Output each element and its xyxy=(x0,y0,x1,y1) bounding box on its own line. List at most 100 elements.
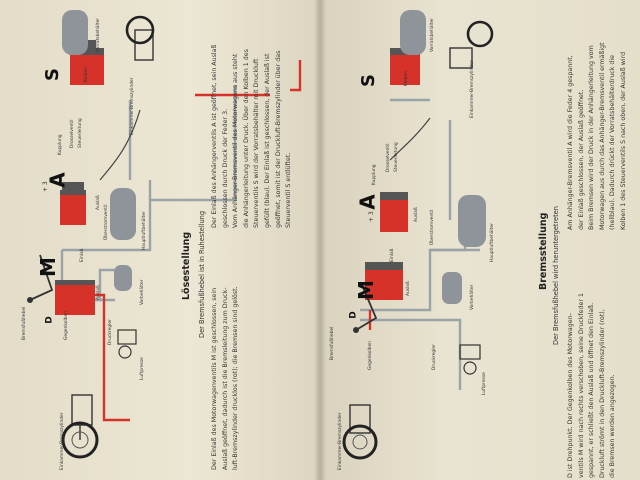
trailer-wheel-icon xyxy=(466,20,494,48)
coupling-icon xyxy=(99,109,141,181)
compressor-icon xyxy=(117,329,137,345)
right-page-text-col2: Am Anhänger-Bremsventil A wird die Feder… xyxy=(566,4,630,230)
main-tank-icon xyxy=(458,195,486,247)
trailer-cylinder-icon xyxy=(449,47,473,69)
coupling-icon xyxy=(389,117,431,161)
label-steuerleitung: Steuerleitung xyxy=(78,118,83,148)
text-line: Am Anhänger-Bremsventil A wird die Feder… xyxy=(567,55,574,230)
wheel-icon xyxy=(342,424,378,460)
text-line: die Bremsen werden angezogen. xyxy=(609,374,617,478)
pedal-icon xyxy=(355,284,378,331)
label-hauptluftbehaelter: Hauptluftbehälter xyxy=(142,211,147,250)
text-line: Steuerventils S wird der Vorratsbehälter… xyxy=(253,58,261,228)
label-spring-3: + 3 xyxy=(42,181,49,192)
right-page: M A S D Bremsfußhebel Gegenkolben Druckr… xyxy=(320,0,640,480)
left-page-subtitle: Der Bremsfußhebel ist in Ruhestellung xyxy=(198,210,206,338)
label-ueberstroemventil: Überstromventil xyxy=(430,209,435,245)
label-kolben: Kolben xyxy=(404,71,409,86)
text-line: D ist Drehpunkt. Der Gegenkolben des Mot… xyxy=(567,313,574,478)
left-diagram xyxy=(27,10,302,459)
label-luftpresse: Luftpresse xyxy=(482,372,487,395)
label-kolben: Kolben xyxy=(84,67,89,82)
text-line: Der Einlaß des Motorwagenventils M ist g… xyxy=(211,287,218,470)
text-line: gespannt, er schließt den Auslaß und öff… xyxy=(588,302,596,478)
label-vorratsbehaelter: Vorratsbehälter xyxy=(96,18,101,52)
text-line: Vom Anhänger-Bremsventil des Motorwagens… xyxy=(232,53,240,228)
valve-a-letter: A xyxy=(45,172,70,188)
brake-cylinder-icon xyxy=(349,404,371,434)
text-line: die Anhängerleitung unter Druck. Über de… xyxy=(242,49,250,228)
label-kupplung: Kupplung xyxy=(372,164,377,185)
label-auslass-a: Auslaß xyxy=(96,195,101,210)
label-auslass-a: Auslaß xyxy=(414,207,419,222)
text-line: Der Einlaß des Anhängerventils A ist geö… xyxy=(211,44,218,228)
valve-m-letter: M xyxy=(35,257,60,277)
text-line: Druckluft strömt in den Druckluft-Bremsz… xyxy=(598,309,606,478)
valve-a-letter: A xyxy=(355,194,380,210)
valve-a-body xyxy=(380,200,408,232)
text-line: Motorwagen aus durch das Anhänger-Bremsv… xyxy=(598,42,606,230)
valve-s-letter: S xyxy=(357,74,379,87)
label-ueberstroemventil: Überstromventil xyxy=(104,204,109,240)
text-line: luft-Bremszylinder drucklos (rot); die B… xyxy=(232,286,240,470)
label-kupplung: Kupplung xyxy=(58,134,63,155)
valve-m-body xyxy=(55,285,95,315)
text-line: Beim Bremsen wird der Druck in der Anhän… xyxy=(588,45,596,230)
label-luftpresse: Luftpresse xyxy=(140,357,145,380)
label-einkammer-bremszylinder-trailer: Einkammer-Bremszylinder xyxy=(130,77,135,135)
valve-s-body xyxy=(390,55,420,85)
left-page-text-col2: Der Einlaß des Anhängerventils A ist geö… xyxy=(210,8,295,228)
compressor-icon xyxy=(459,344,481,360)
label-einkammer-bremszylinder: Einkammer-Bremszylinder xyxy=(338,412,343,470)
label-bremsfusshebel: Bremsfußhebel xyxy=(22,306,27,340)
valve-s-body xyxy=(70,55,104,85)
label-gegenkolben: Gegenkolben xyxy=(368,341,373,370)
text-line: Auslaß geöffnet, dadurch ist die Bremsle… xyxy=(221,287,229,470)
label-spring-3: + 3 xyxy=(368,211,375,222)
right-page-text-col1: D ist Drehpunkt. Der Gegenkolben des Mot… xyxy=(566,258,619,478)
trailer-cylinder-icon xyxy=(134,29,154,61)
label-einlass-m: Einlaß xyxy=(390,248,395,262)
pedal-icon xyxy=(29,254,54,301)
text-line: der Einlaß geschlossen, der Auslaß geöff… xyxy=(577,89,585,230)
valve-s-letter: S xyxy=(41,68,63,81)
supply-tank-icon xyxy=(400,10,426,55)
label-auslass-m: Auslaß xyxy=(96,285,101,300)
label-einlass-m: Einlaß xyxy=(80,248,85,262)
valve-m-letter: M xyxy=(353,280,378,300)
label-vorbehaelter: Vorbehälter xyxy=(470,284,475,310)
label-auslass-m: Auslaß xyxy=(406,281,411,296)
left-page-text-col1: Der Einlaß des Motorwagenventils M ist g… xyxy=(210,250,242,470)
text-line: Kolben 1 des Steuerventils S nach oben, … xyxy=(619,51,627,230)
label-einkammer-bremszylinder: Einkammer-Bremszylinder xyxy=(60,412,65,470)
pre-tank-icon xyxy=(114,265,132,291)
right-page-subtitle: Der Bremsfußhebel wird heruntergetreten xyxy=(552,206,560,345)
book-gutter xyxy=(314,0,326,480)
label-einkammer-bremszylinder-trailer: Einkammer-Bremszylinder xyxy=(470,60,475,118)
label-gegenkolben: Gegenkolben xyxy=(64,311,69,340)
text-line: Steuerventil S entlüftet. xyxy=(285,152,293,228)
main-tank-icon xyxy=(110,188,136,240)
text-line: gefüllt (blau). Der Einlaß ist geschloss… xyxy=(263,53,271,228)
label-drosselventil: Drosselventil xyxy=(70,119,75,148)
label-steuerleitung: Steuerleitung xyxy=(394,142,399,172)
valve-a-body xyxy=(60,195,86,225)
supply-tank-icon xyxy=(62,10,88,55)
left-page-title: Lösestellung xyxy=(181,231,192,300)
text-line: geschlossen durch Druck der Feder 3. xyxy=(221,108,229,228)
pivot-d-letter: D xyxy=(44,316,55,324)
label-bremsfusshebel: Bremsfußhebel xyxy=(330,326,335,360)
pivot-d-letter: D xyxy=(348,311,359,319)
label-druckregler: Druckregler xyxy=(108,319,113,345)
valve-m-body xyxy=(365,270,403,300)
left-page: M A S D Bremsfußhebel Gegenkolben Druckr… xyxy=(0,0,320,480)
label-drosselventil: Drosselventil xyxy=(386,143,391,172)
text-line: geöffnet, somit ist der Druckluft-Bremsz… xyxy=(274,50,282,228)
right-diagram xyxy=(342,10,494,460)
right-page-title: Bremsstellung xyxy=(538,212,549,290)
text-line: (hellblau). Dadurch drückt der Vorratsbe… xyxy=(609,54,617,230)
label-hauptluftbehaelter: Hauptluftbehälter xyxy=(490,223,495,262)
trailer-wheel-icon xyxy=(125,15,155,45)
text-line: ventils M wird nach rechts verschoben, s… xyxy=(577,293,585,478)
brake-cylinder-icon xyxy=(71,394,93,426)
